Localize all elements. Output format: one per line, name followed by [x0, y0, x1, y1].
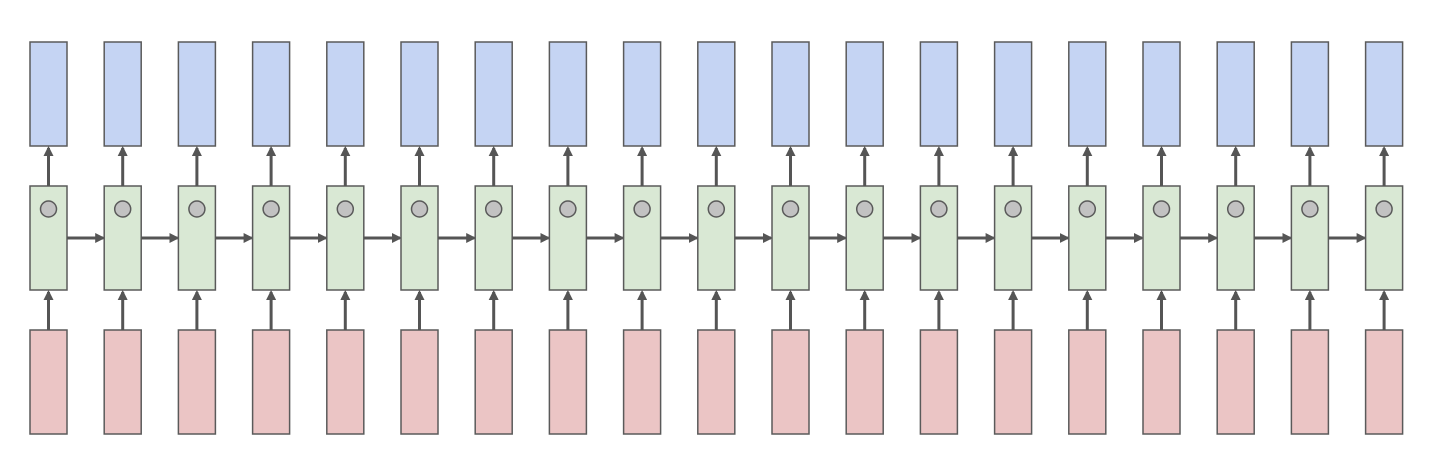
output-block	[400, 41, 439, 147]
input-block	[251, 329, 291, 435]
input-block	[771, 329, 810, 435]
activation-node	[1152, 200, 1171, 218]
input-block	[1364, 329, 1404, 435]
output-block	[771, 41, 810, 147]
input-block	[548, 329, 588, 435]
activation-node	[633, 200, 651, 218]
activation-node	[707, 200, 726, 218]
output-block	[177, 41, 217, 147]
input-block	[1142, 329, 1181, 435]
input-block	[993, 329, 1033, 435]
activation-node	[410, 200, 429, 218]
input-block	[400, 329, 439, 435]
activation-node	[336, 200, 355, 218]
activation-node	[1004, 200, 1022, 218]
activation-node	[1301, 200, 1319, 218]
output-block	[326, 41, 365, 147]
activation-node	[781, 200, 800, 218]
activation-node	[559, 200, 577, 218]
input-block	[622, 329, 662, 435]
activation-node	[930, 200, 948, 218]
input-block	[1290, 329, 1330, 435]
input-block	[1068, 329, 1107, 435]
output-block	[29, 41, 68, 147]
output-block	[1364, 41, 1404, 147]
input-block	[326, 329, 365, 435]
output-block	[251, 41, 291, 147]
rnn-cells	[29, 41, 1404, 435]
input-block	[29, 329, 68, 435]
output-block	[474, 41, 513, 147]
activation-node	[188, 200, 206, 218]
activation-node	[1375, 200, 1393, 218]
input-block	[177, 329, 217, 435]
output-block	[697, 41, 736, 147]
input-block	[845, 329, 884, 435]
output-block	[1290, 41, 1330, 147]
output-block	[993, 41, 1033, 147]
output-block	[622, 41, 662, 147]
activation-node	[1078, 200, 1097, 218]
activation-node	[1226, 200, 1245, 218]
activation-node	[262, 200, 280, 218]
input-block	[919, 329, 959, 435]
output-block	[548, 41, 588, 147]
activation-node	[113, 200, 132, 218]
input-block	[474, 329, 513, 435]
output-block	[1068, 41, 1107, 147]
output-block	[845, 41, 884, 147]
input-block	[697, 329, 736, 435]
activation-node	[39, 200, 58, 218]
input-block	[103, 329, 142, 435]
output-block	[1142, 41, 1181, 147]
output-block	[1216, 41, 1255, 147]
input-block	[1216, 329, 1255, 435]
activation-node	[855, 200, 874, 218]
output-block	[103, 41, 142, 147]
activation-node	[484, 200, 503, 218]
output-block	[919, 41, 959, 147]
